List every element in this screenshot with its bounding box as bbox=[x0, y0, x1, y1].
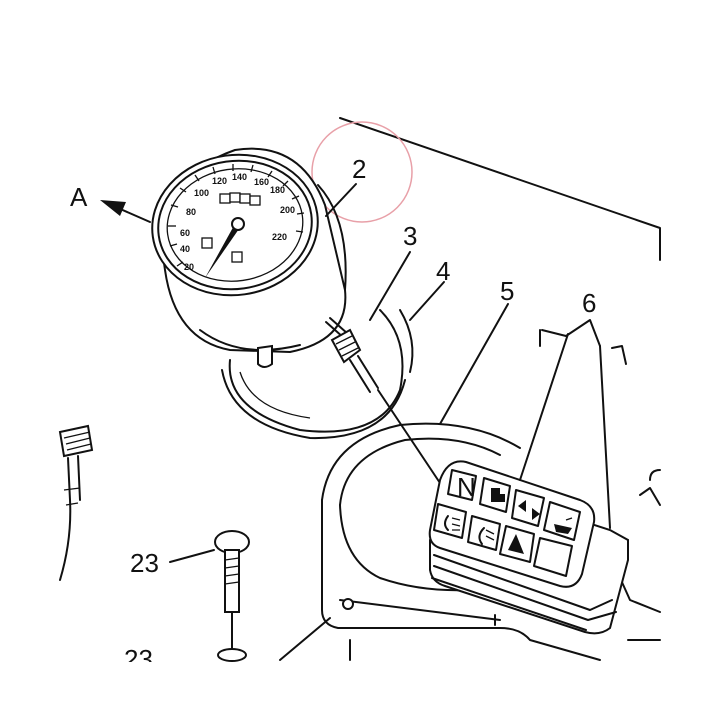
dial-number: 80 bbox=[186, 207, 196, 217]
turn-signals-icon bbox=[518, 500, 540, 520]
dial-number: 220 bbox=[272, 232, 287, 242]
view-label: A bbox=[70, 182, 88, 212]
speedometer: 20 40 60 80 100 120 140 160 180 200 220 bbox=[151, 147, 349, 368]
view-arrow: A bbox=[70, 182, 151, 223]
dial-number: 160 bbox=[254, 177, 269, 187]
dial-number: 120 bbox=[212, 176, 227, 186]
callout-2: 2 bbox=[352, 154, 366, 184]
dial-number: 40 bbox=[180, 244, 190, 254]
dial-number: 60 bbox=[180, 228, 190, 238]
dial-number: 20 bbox=[184, 262, 194, 272]
gasket-ring bbox=[221, 309, 414, 440]
callout-3: 3 bbox=[403, 221, 417, 251]
oil-icon bbox=[554, 517, 573, 534]
screw bbox=[169, 530, 250, 662]
dial-number: 140 bbox=[232, 172, 247, 182]
bulb-socket bbox=[330, 328, 379, 393]
leader-line bbox=[377, 389, 443, 487]
frame-outline bbox=[339, 117, 661, 261]
highlight-circle bbox=[311, 121, 413, 223]
dial-number: 100 bbox=[194, 188, 209, 198]
lower-line bbox=[279, 617, 331, 661]
callout-leaders bbox=[325, 183, 627, 529]
low-beam-icon bbox=[478, 527, 495, 545]
hazard-icon bbox=[508, 534, 524, 554]
high-beam-icon bbox=[444, 515, 461, 531]
callout-5: 5 bbox=[500, 276, 514, 306]
callout-23: 23 bbox=[130, 548, 159, 578]
dial-number: 180 bbox=[270, 185, 285, 195]
fuel-icon bbox=[491, 488, 505, 502]
mounting-bracket bbox=[321, 422, 661, 661]
speedometer-cable bbox=[58, 424, 94, 581]
neutral-indicator-letter: N bbox=[457, 472, 476, 502]
indicator-panel: N bbox=[428, 460, 629, 635]
dial-number: 200 bbox=[280, 205, 295, 215]
callout-4: 4 bbox=[436, 256, 450, 286]
callout-6: 6 bbox=[582, 288, 596, 318]
